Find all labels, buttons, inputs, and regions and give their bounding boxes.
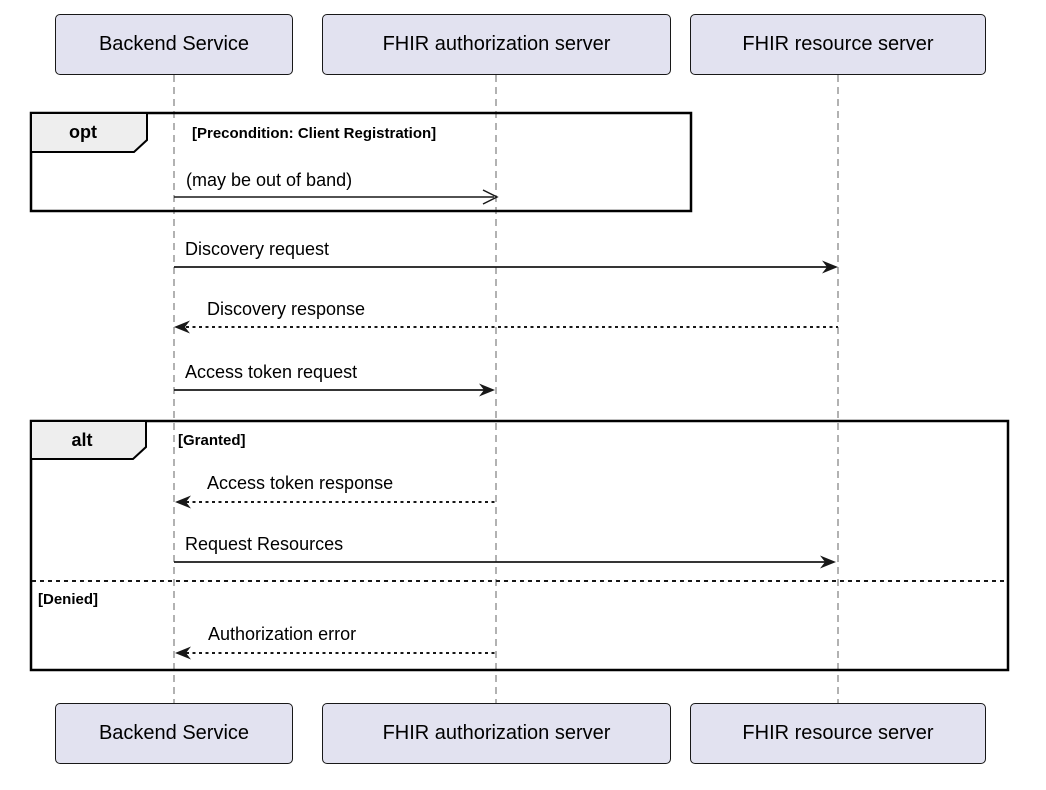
alt-guard-denied-label: [Denied] — [38, 591, 98, 608]
alt-frame-border — [29, 419, 1010, 672]
alt-frame — [29, 419, 1010, 672]
opt-frame-tab — [30, 112, 148, 153]
message-label-access-token-request: Access token request — [185, 362, 358, 382]
participant-label: Backend Service — [98, 33, 250, 55]
alt-frame-label: alt — [71, 430, 93, 450]
participant-backend-top: Backend Service — [55, 14, 293, 75]
message-label-out-of-band: (may be out of band) — [186, 170, 353, 190]
lifelines — [173, 75, 839, 703]
alt-guard-granted-label: [Granted] — [178, 432, 246, 449]
participant-backend-bottom: Backend Service — [55, 703, 293, 764]
participant-label: Backend Service — [98, 722, 250, 744]
open-arrowhead-icon — [482, 189, 499, 205]
filled-arrowhead-icon — [822, 260, 838, 274]
filled-arrowhead-icon — [175, 495, 191, 509]
opt-frame-label: opt — [69, 122, 97, 142]
opt-frame — [29, 111, 693, 213]
participant-label: FHIR resource server — [742, 33, 934, 55]
message-label-discovery-request: Discovery request — [185, 239, 330, 259]
filled-arrowhead-icon — [479, 383, 495, 397]
opt-guard-label: [Precondition: Client Registration] — [192, 125, 437, 142]
filled-arrowhead-icon — [175, 646, 191, 660]
message-arrows — [174, 189, 838, 660]
participant-label: FHIR resource server — [742, 722, 934, 744]
participant-auth-bottom: FHIR authorization server — [322, 703, 671, 764]
participant-label: FHIR authorization server — [382, 722, 611, 744]
message-label-access-token-response: Access token response — [207, 473, 394, 493]
participant-resource-bottom: FHIR resource server — [690, 703, 986, 764]
message-label-authorization-error: Authorization error — [208, 624, 357, 644]
message-label-request-resources: Request Resources — [185, 534, 344, 554]
filled-arrowhead-icon — [174, 320, 190, 334]
participant-resource-top: FHIR resource server — [690, 14, 986, 75]
participant-label: FHIR authorization server — [382, 33, 611, 55]
message-label-discovery-response: Discovery response — [207, 299, 366, 319]
opt-frame-border — [29, 111, 693, 213]
alt-frame-tab — [30, 420, 147, 460]
participant-auth-top: FHIR authorization server — [322, 14, 671, 75]
filled-arrowhead-icon — [820, 555, 836, 569]
